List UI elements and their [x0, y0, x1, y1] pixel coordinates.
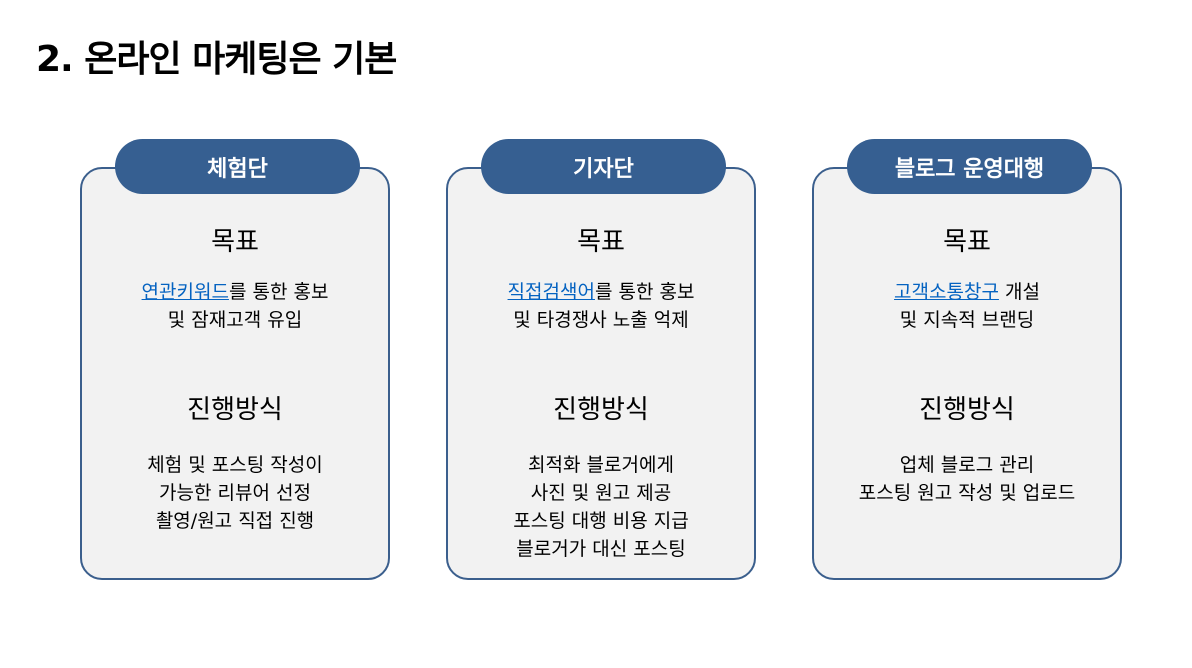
method-heading: 진행방식 — [553, 395, 649, 425]
goal-text: 연관키워드를 통한 홍보 및 잠재고객 유입 — [82, 278, 388, 334]
method-line: 최적화 블로거에게 — [528, 454, 674, 476]
method-line: 업체 블로그 관리 — [899, 454, 1035, 476]
goal-rest: 를 통한 홍보 — [228, 281, 329, 303]
card-label: 기자단 — [481, 139, 726, 194]
method-line: 체험 및 포스팅 작성이 — [147, 454, 323, 476]
page-title: 2. 온라인 마케팅은 기본 — [36, 39, 397, 80]
method-line: 포스팅 대행 비용 지급 — [513, 510, 689, 532]
card-label: 블로그 운영대행 — [847, 139, 1092, 194]
method-line: 블로거가 대신 포스팅 — [516, 538, 686, 560]
goal-heading: 목표 — [577, 227, 625, 257]
goal-text: 직접검색어를 통한 홍보 및 타경쟁사 노출 억제 — [448, 278, 754, 334]
method-heading: 진행방식 — [187, 395, 283, 425]
goal-line2: 및 잠재고객 유입 — [167, 309, 303, 331]
card-label: 체험단 — [115, 139, 360, 194]
keyword-link[interactable]: 고객소통창구 — [894, 281, 999, 303]
method-line: 가능한 리뷰어 선정 — [159, 482, 311, 504]
service-card: 목표 연관키워드를 통한 홍보 및 잠재고객 유입 진행방식 체험 및 포스팅 … — [80, 167, 390, 580]
goal-line2: 및 타경쟁사 노출 억제 — [513, 309, 689, 331]
service-card: 목표 직접검색어를 통한 홍보 및 타경쟁사 노출 억제 진행방식 최적화 블로… — [446, 167, 756, 580]
goal-rest: 를 통한 홍보 — [594, 281, 695, 303]
method-line: 사진 및 원고 제공 — [530, 482, 672, 504]
goal-line2: 및 지속적 브랜딩 — [899, 309, 1035, 331]
keyword-link[interactable]: 연관키워드 — [141, 281, 229, 303]
goal-text: 고객소통창구 개설 및 지속적 브랜딩 — [814, 278, 1120, 334]
method-line: 포스팅 원고 작성 및 업로드 — [858, 482, 1076, 504]
method-heading: 진행방식 — [919, 395, 1015, 425]
goal-heading: 목표 — [943, 227, 991, 257]
keyword-link[interactable]: 직접검색어 — [507, 281, 595, 303]
goal-heading: 목표 — [211, 227, 259, 257]
goal-rest: 개설 — [998, 281, 1040, 303]
method-line: 촬영/원고 직접 진행 — [155, 510, 315, 532]
